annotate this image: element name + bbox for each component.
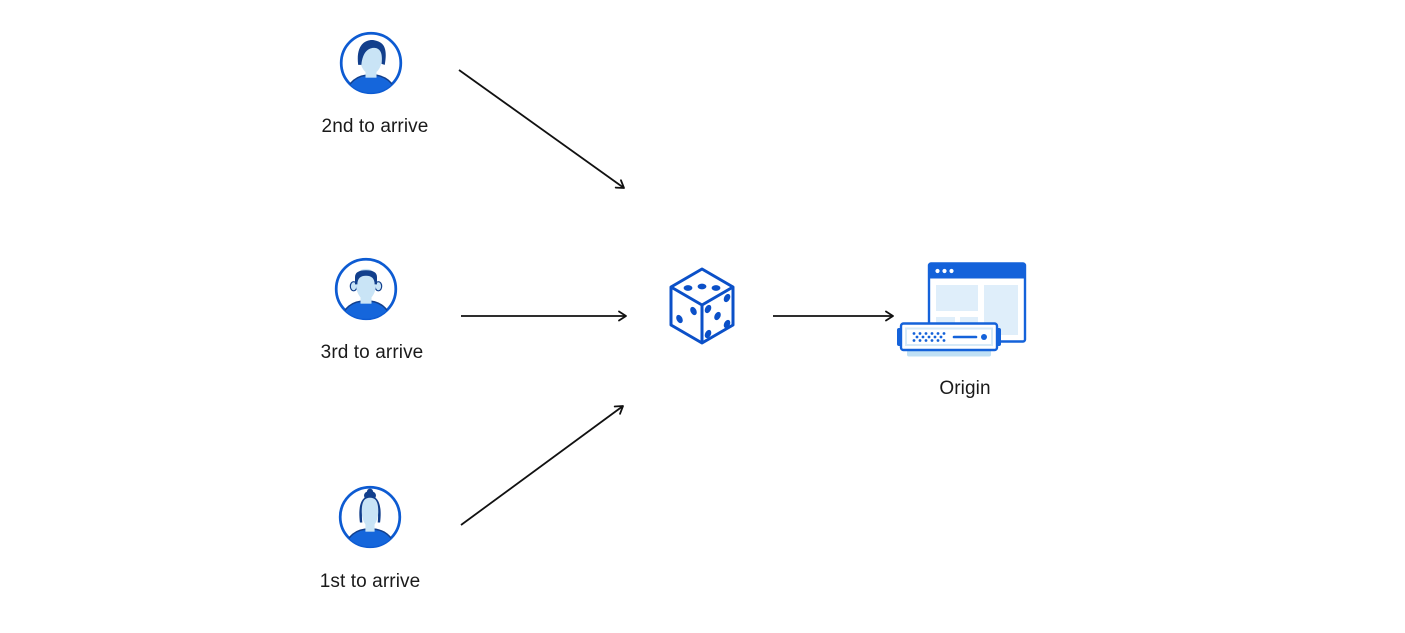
arrow-1st-to-dice	[460, 405, 624, 526]
client-2nd-label: 2nd to arrive	[321, 116, 429, 137]
arrow-2nd-to-dice	[458, 69, 625, 189]
male-avatar-icon	[339, 31, 403, 95]
origin-server-browser-icon	[897, 262, 1027, 357]
client-1st-label: 1st to arrive	[319, 571, 421, 592]
female-avatar-icon	[338, 485, 402, 549]
dice-icon	[669, 267, 735, 345]
male-avatar-flattop-icon	[334, 257, 398, 321]
client-3rd-label: 3rd to arrive	[320, 342, 424, 363]
origin-label: Origin	[939, 378, 991, 399]
